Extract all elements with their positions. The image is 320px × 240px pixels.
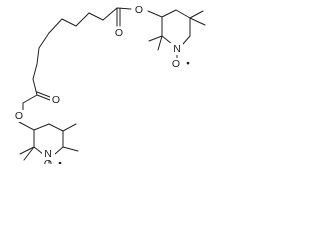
ester-oxygen-right-label: O <box>135 4 143 16</box>
bond <box>161 9 177 18</box>
bond <box>48 18 63 34</box>
top-ester-group <box>116 7 163 27</box>
ester-oxygen-left-label: O <box>15 110 23 122</box>
methyl-bond <box>62 146 79 152</box>
nitrogen-left-label: N <box>44 148 52 160</box>
methyl-bond <box>189 17 206 26</box>
bond <box>33 123 50 131</box>
radical-dot-left: • <box>58 159 62 164</box>
methyl-bond <box>157 35 163 51</box>
bond <box>22 94 38 104</box>
bond <box>38 32 50 49</box>
label-mask <box>50 94 63 106</box>
methyl-bond <box>148 35 163 42</box>
label-mask <box>170 58 183 70</box>
carbonyl-oxygen-top-label: O <box>115 27 123 39</box>
label-mask <box>13 110 26 122</box>
bond <box>75 12 90 27</box>
nitroxyl-oxygen-right-label: O <box>172 58 180 70</box>
aliphatic-chain <box>22 7 118 104</box>
bond <box>33 146 44 155</box>
left-piperidine-ring <box>19 123 79 164</box>
carbonyl-oxygen-bottom-label: O <box>52 94 60 106</box>
label-mask <box>133 4 146 16</box>
bond <box>18 121 35 131</box>
label-mask <box>42 148 55 160</box>
bond <box>88 12 104 21</box>
chemical-structure-canvas: O O N O • O O N O • <box>0 0 207 164</box>
bond <box>175 9 191 19</box>
bond <box>116 7 132 10</box>
bond <box>102 7 118 21</box>
methyl-bond <box>189 10 204 19</box>
bond <box>36 91 51 98</box>
chemical-structure-diagram: O O N O • O O N O • <box>13 4 206 164</box>
nitroxyl-oxygen-left-label: O <box>44 158 52 164</box>
bond <box>61 18 77 27</box>
nitrogen-right-label: N <box>173 43 181 55</box>
bond <box>54 146 64 155</box>
radical-dot-right: • <box>186 59 190 70</box>
label-mask <box>113 27 126 39</box>
bond <box>32 78 38 96</box>
bond <box>161 35 173 45</box>
bond <box>36 94 51 101</box>
label-mask <box>170 43 183 55</box>
methyl-bond <box>23 146 35 161</box>
bond <box>182 35 191 45</box>
bottom-ester-group <box>18 91 51 131</box>
bond <box>36 47 40 65</box>
bond <box>32 63 38 80</box>
atom-labels: O O N O • O O N O • <box>13 4 190 164</box>
methyl-bond <box>19 146 35 155</box>
bond <box>147 10 163 18</box>
methyl-bond <box>62 123 77 132</box>
bond <box>48 123 64 132</box>
